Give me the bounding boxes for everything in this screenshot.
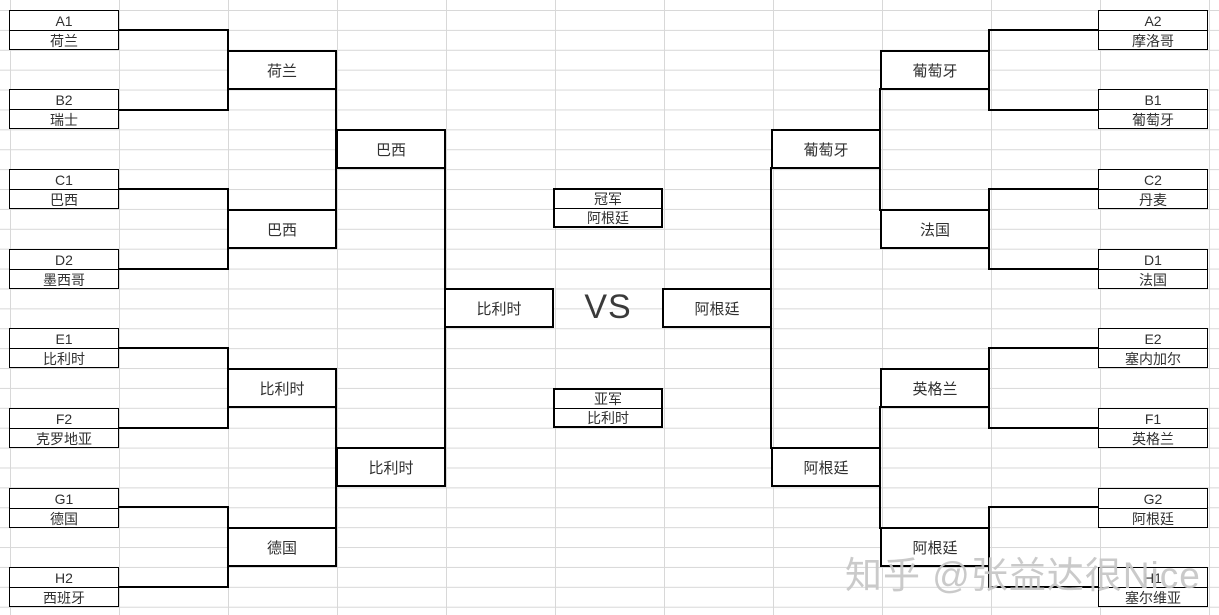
team-name: 阿根廷 (1132, 510, 1174, 527)
connector-vline (879, 406, 881, 529)
qf-winner-left-3: 比利时 (227, 368, 337, 408)
connector-hline (988, 109, 1099, 111)
seed-label: H1 (1099, 568, 1207, 588)
runner-up-team: 比利时 (587, 410, 629, 426)
seed-label: F2 (10, 409, 118, 429)
finalist-left: 比利时 (444, 288, 554, 328)
connector-vline (988, 347, 990, 429)
team-name: 塞尔维亚 (1125, 589, 1181, 606)
qf-winner-right-2: 法国 (880, 209, 990, 249)
connector-vline (988, 506, 990, 588)
connector-hline (988, 188, 1099, 190)
sf-winner-left-2: 比利时 (336, 447, 446, 487)
team-name: 荷兰 (50, 32, 78, 49)
runner-up-label: 亚军 (555, 390, 661, 409)
seed-label: E1 (10, 329, 118, 349)
connector-hline (118, 188, 228, 190)
seed-label: G1 (10, 489, 118, 509)
team-name: 葡萄牙 (1132, 111, 1174, 128)
team-name: 塞内加尔 (1125, 350, 1181, 367)
champion-box: 冠军 阿根廷 (553, 188, 663, 228)
runner-up-box: 亚军 比利时 (553, 388, 663, 428)
qf-winner-left-2: 巴西 (227, 209, 337, 249)
slot-a2: A2 摩洛哥 (1098, 10, 1208, 50)
connector-hline (118, 427, 228, 429)
slot-d1: D1 法国 (1098, 249, 1208, 289)
qf-winner-right-1: 葡萄牙 (880, 50, 990, 90)
slot-b1: B1 葡萄牙 (1098, 89, 1208, 129)
finalist-right: 阿根廷 (662, 288, 772, 328)
seed-label: B2 (10, 90, 118, 110)
team-name: 克罗地亚 (36, 430, 92, 447)
seed-label: C1 (10, 170, 118, 190)
connector-hline (988, 506, 1099, 508)
team-name: 西班牙 (43, 589, 85, 606)
slot-h2: H2 西班牙 (9, 567, 119, 607)
zhihu-watermark: 知乎 @张益达很Nice (845, 555, 1201, 596)
connector-hline (118, 29, 228, 31)
slot-h1: H1 塞尔维亚 (1098, 567, 1208, 607)
qf-winner-left-4: 德国 (227, 527, 337, 567)
connector-hline (118, 586, 228, 588)
connector-hline (988, 29, 1099, 31)
seed-label: B1 (1099, 90, 1207, 110)
sf-winner-left-1: 巴西 (336, 129, 446, 169)
connector-hline (988, 586, 1099, 588)
qf-winner-right-3: 英格兰 (880, 368, 990, 408)
connector-vline (770, 167, 772, 449)
team-name: 英格兰 (1132, 430, 1174, 447)
slot-e2: E2 塞内加尔 (1098, 328, 1208, 368)
team-name: 瑞士 (50, 111, 78, 128)
connector-hline (988, 427, 1099, 429)
vs-label: VS (584, 287, 632, 326)
seed-label: F1 (1099, 409, 1207, 429)
champion-team: 阿根廷 (587, 210, 629, 226)
seed-label: H2 (10, 568, 118, 588)
connector-hline (988, 268, 1099, 270)
team-name: 巴西 (50, 191, 78, 208)
connector-vline (988, 29, 990, 111)
seed-label: C2 (1099, 170, 1207, 190)
connector-hline (988, 347, 1099, 349)
team-name: 德国 (50, 510, 78, 527)
connector-hline (118, 109, 228, 111)
seed-label: A2 (1099, 11, 1207, 31)
connector-hline (118, 506, 228, 508)
team-name: 摩洛哥 (1132, 32, 1174, 49)
connector-hline (118, 268, 228, 270)
connector-vline (879, 88, 881, 211)
slot-b2: B2 瑞士 (9, 89, 119, 129)
slot-c1: C1 巴西 (9, 169, 119, 209)
seed-label: G2 (1099, 489, 1207, 509)
qf-winner-right-4: 阿根廷 (880, 527, 990, 567)
connector-hline (118, 347, 228, 349)
team-name: 比利时 (43, 350, 85, 367)
team-name: 法国 (1139, 271, 1167, 288)
seed-label: E2 (1099, 329, 1207, 349)
slot-f2: F2 克罗地亚 (9, 408, 119, 448)
team-name: 墨西哥 (43, 271, 85, 288)
slot-a1: A1 荷兰 (9, 10, 119, 50)
seed-label: D1 (1099, 250, 1207, 270)
seed-label: A1 (10, 11, 118, 31)
slot-d2: D2 墨西哥 (9, 249, 119, 289)
team-name: 丹麦 (1139, 191, 1167, 208)
connector-vline (988, 188, 990, 270)
slot-f1: F1 英格兰 (1098, 408, 1208, 448)
slot-c2: C2 丹麦 (1098, 169, 1208, 209)
sf-winner-right-2: 阿根廷 (771, 447, 881, 487)
slot-e1: E1 比利时 (9, 328, 119, 368)
seed-label: D2 (10, 250, 118, 270)
slot-g1: G1 德国 (9, 488, 119, 528)
qf-winner-left-1: 荷兰 (227, 50, 337, 90)
champion-label: 冠军 (555, 190, 661, 209)
sf-winner-right-1: 葡萄牙 (771, 129, 881, 169)
slot-g2: G2 阿根廷 (1098, 488, 1208, 528)
